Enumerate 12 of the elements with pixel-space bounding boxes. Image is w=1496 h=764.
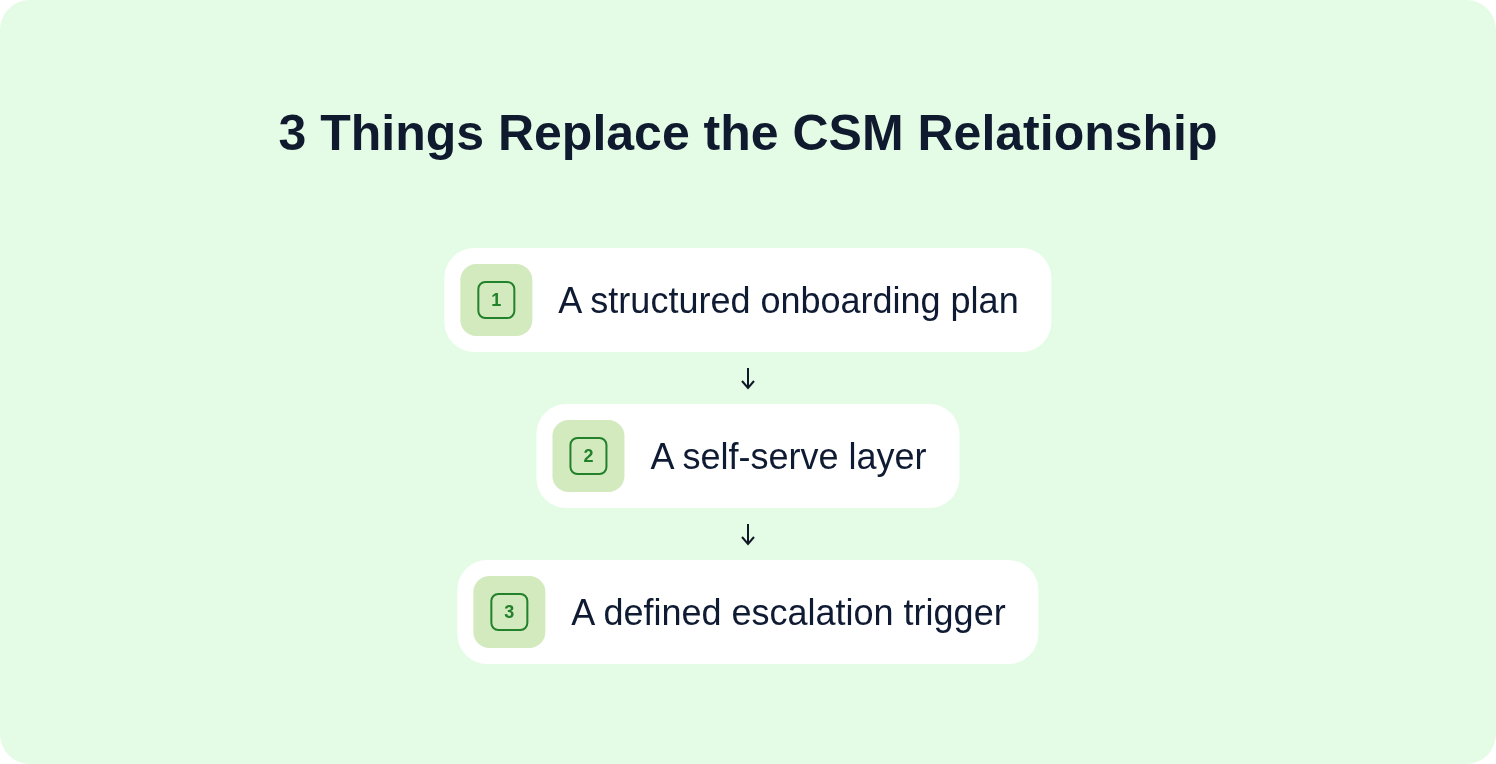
step-card (444, 248, 1052, 352)
step-card (457, 560, 1039, 664)
step-label: A self-serve layer (650, 434, 927, 479)
step-number: 2 (569, 437, 608, 475)
step-label: A defined escalation trigger (571, 590, 1006, 635)
step-label: A structured onboarding plan (558, 278, 1019, 323)
step-number: 1 (477, 281, 516, 319)
arrow (741, 367, 755, 389)
step-card (536, 404, 960, 508)
arrow (741, 523, 755, 545)
step-number: 3 (490, 593, 529, 631)
title: 3 Things Replace the CSM Relationship (278, 104, 1218, 163)
